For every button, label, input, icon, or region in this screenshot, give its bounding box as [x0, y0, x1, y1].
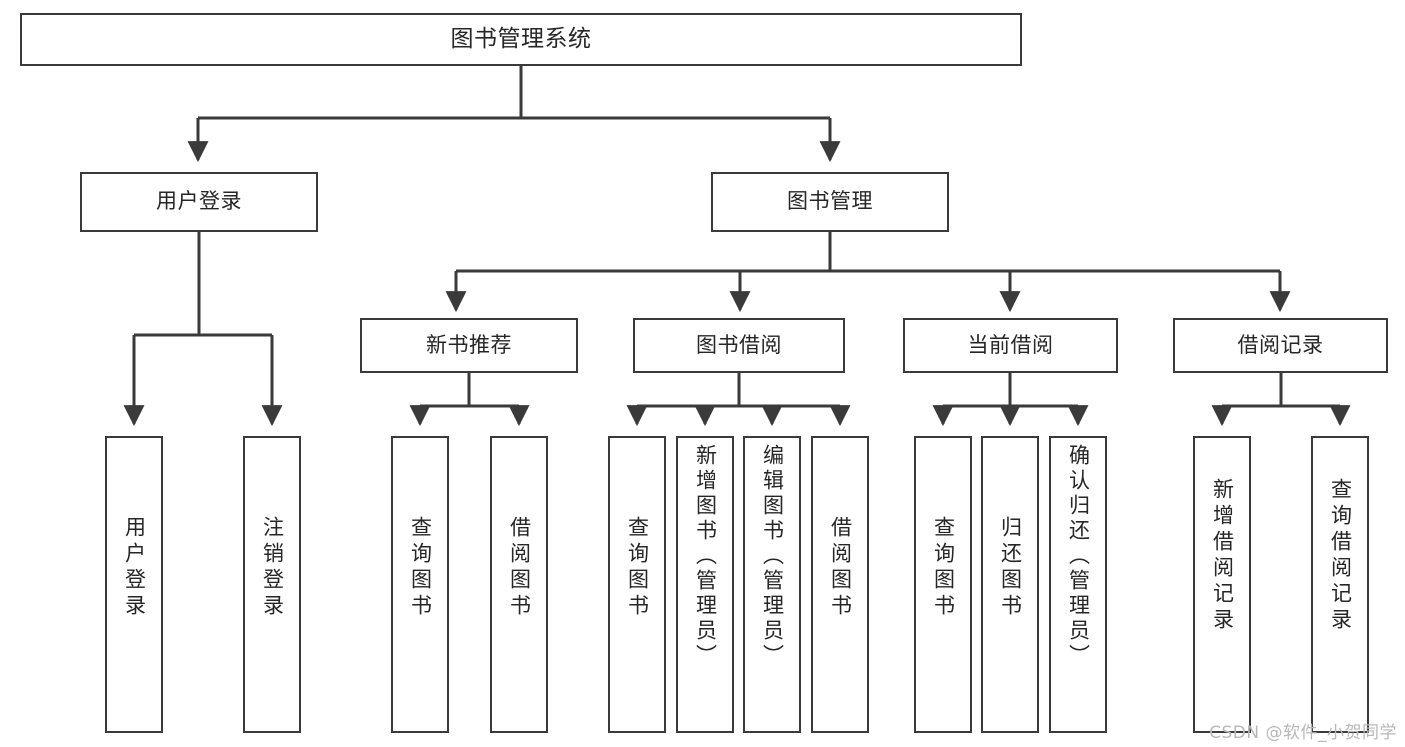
node-label: 确认归还（管理员）	[1066, 444, 1091, 669]
node-label: 查询图书	[931, 516, 956, 620]
node-leaf-query-record[interactable]: 查询借阅记录	[1311, 436, 1369, 733]
node-label: 编辑图书（管理员）	[760, 444, 785, 669]
node-root-system[interactable]: 图书管理系统	[20, 13, 1022, 66]
node-label: 用户登录	[156, 189, 242, 214]
node-label: 当前借阅	[967, 332, 1054, 357]
node-leaf-return-book[interactable]: 归还图书	[981, 436, 1039, 733]
node-label: 新增借阅记录	[1210, 478, 1235, 634]
node-label: 图书借阅	[696, 332, 782, 357]
node-label: 用户登录	[122, 516, 147, 620]
node-label: 注销登录	[260, 516, 285, 620]
node-label: 新书推荐	[426, 332, 512, 357]
node-leaf-borrow-book-2[interactable]: 借阅图书	[811, 436, 869, 733]
node-book-management[interactable]: 图书管理	[711, 172, 949, 232]
node-current-borrow[interactable]: 当前借阅	[903, 318, 1118, 373]
node-leaf-user-login[interactable]: 用户登录	[105, 436, 163, 733]
node-label: 借阅图书	[828, 516, 853, 620]
node-leaf-query-book-2[interactable]: 查询图书	[608, 436, 666, 733]
node-leaf-borrow-book-1[interactable]: 借阅图书	[490, 436, 548, 733]
node-label: 归还图书	[998, 516, 1023, 620]
node-borrow-record[interactable]: 借阅记录	[1173, 318, 1388, 373]
node-label: 新增图书（管理员）	[693, 444, 718, 669]
node-book-borrow[interactable]: 图书借阅	[633, 318, 845, 373]
node-leaf-edit-book[interactable]: 编辑图书（管理员）	[743, 436, 801, 733]
node-new-book-recommend[interactable]: 新书推荐	[360, 318, 578, 373]
node-label: 图书管理系统	[450, 25, 592, 52]
node-user-login[interactable]: 用户登录	[80, 172, 318, 232]
node-leaf-query-book-1[interactable]: 查询图书	[391, 436, 449, 733]
node-leaf-query-book-3[interactable]: 查询图书	[914, 436, 972, 733]
node-leaf-confirm-return[interactable]: 确认归还（管理员）	[1049, 436, 1107, 733]
node-leaf-add-record[interactable]: 新增借阅记录	[1193, 436, 1251, 733]
watermark-text: CSDN @软件_小贺同学	[1209, 723, 1397, 743]
node-label: 图书管理	[787, 189, 873, 214]
node-leaf-logout-login[interactable]: 注销登录	[243, 436, 301, 733]
node-label: 借阅图书	[507, 516, 532, 620]
node-label: 查询图书	[408, 516, 433, 620]
node-leaf-add-book[interactable]: 新增图书（管理员）	[676, 436, 734, 733]
node-label: 查询借阅记录	[1328, 478, 1353, 634]
node-label: 借阅记录	[1237, 332, 1324, 357]
node-label: 查询图书	[625, 516, 650, 620]
